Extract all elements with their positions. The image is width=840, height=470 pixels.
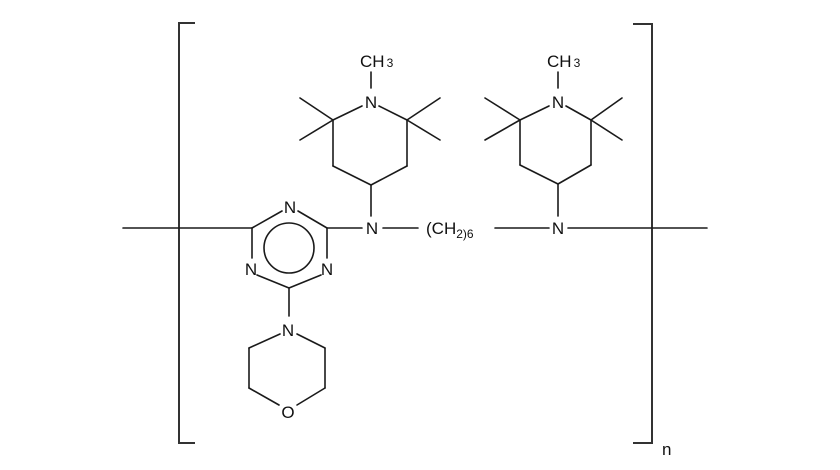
left-bracket bbox=[178, 22, 195, 444]
amine-n-left: N bbox=[366, 219, 378, 238]
piperidine1-n: N bbox=[365, 93, 377, 112]
piperidine2-n: N bbox=[552, 93, 564, 112]
amine-n-right: N bbox=[552, 219, 564, 238]
aromatic-circle bbox=[263, 222, 315, 274]
hexamethylene-linker: (CH2)6 bbox=[426, 219, 474, 241]
piperidine-ring-2 bbox=[484, 71, 623, 217]
triazine-n-right: N bbox=[321, 260, 333, 279]
repeat-subscript-n: n bbox=[662, 440, 671, 459]
right-bracket bbox=[633, 23, 653, 444]
morpholine-o: O bbox=[281, 403, 294, 422]
triazine-n-top: N bbox=[284, 198, 296, 217]
morpholine-ring bbox=[248, 287, 326, 406]
morpholine-n: N bbox=[282, 321, 294, 340]
triazine-ring bbox=[251, 210, 328, 289]
triazine-n-left: N bbox=[245, 260, 257, 279]
piperidine-ring-1 bbox=[299, 71, 441, 217]
